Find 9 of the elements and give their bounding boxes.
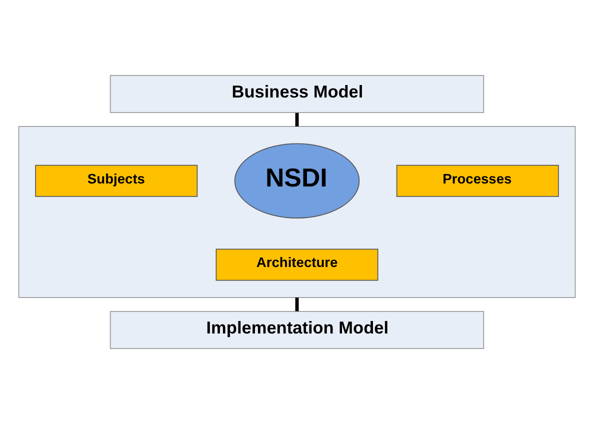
node-box: Processes — [396, 164, 559, 196]
node-box: Architecture — [216, 248, 378, 280]
node-box: Implementation Model — [110, 310, 484, 348]
node-box: Subjects — [35, 164, 198, 196]
node-ellipse: NSDI — [234, 142, 360, 218]
cluster — [18, 126, 576, 298]
connector — [295, 297, 299, 311]
node-box: Business Model — [110, 74, 484, 113]
connector — [295, 112, 299, 126]
